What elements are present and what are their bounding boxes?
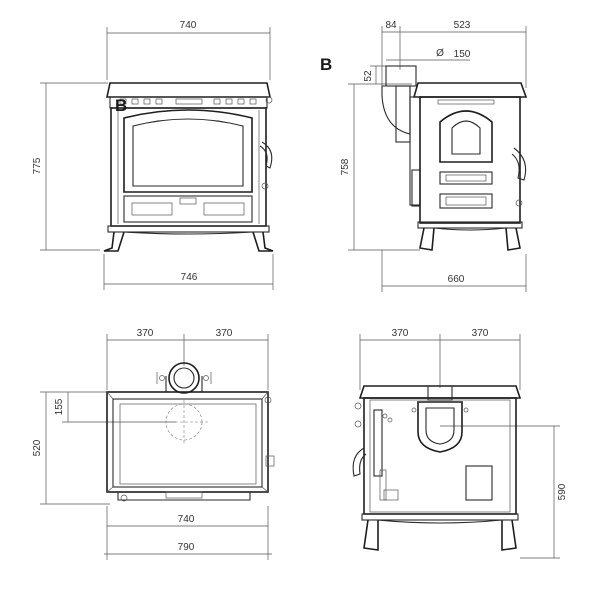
front-door (123, 109, 253, 193)
top-total-width-label: 790 (178, 542, 195, 553)
front-view: 740 775 (32, 20, 274, 290)
front-leg-left (103, 231, 125, 252)
rear-right-half-label: 370 (472, 328, 489, 339)
side-total-depth-label: 660 (448, 274, 465, 285)
top-front-rail (117, 492, 251, 501)
rear-flue-collar (427, 385, 453, 401)
front-bottom-width-label: 746 (181, 272, 198, 283)
rear-inspection-panel (465, 465, 493, 501)
side-leg-left (419, 227, 435, 251)
side-flue-collar (385, 65, 417, 87)
rear-leg-left (363, 519, 379, 551)
front-glass (132, 118, 244, 187)
flue-diameter-label: 150 (454, 49, 471, 60)
side-panel-lower (439, 193, 493, 209)
top-view: 370 370 155 520 (32, 328, 275, 560)
side-panel-upper (439, 171, 493, 185)
side-leg-right (505, 227, 521, 251)
side-view-label: B (320, 55, 332, 74)
top-right-half-label: 370 (216, 328, 233, 339)
front-door-handle (259, 141, 273, 169)
top-flue-offset-label: 155 (54, 398, 65, 415)
side-height-label: 758 (340, 158, 351, 175)
rear-flue-opening (425, 407, 455, 445)
front-leg-right (252, 231, 274, 252)
top-plate (106, 391, 269, 493)
top-flue-outer (168, 362, 200, 394)
side-body (419, 96, 521, 224)
front-top-plate (106, 82, 271, 98)
front-decor-band (119, 98, 257, 105)
flue-diameter-symbol: Ø (436, 48, 444, 59)
rear-handle (352, 447, 367, 477)
top-inner-width-label: 740 (178, 514, 195, 525)
side-handle (511, 147, 527, 181)
side-offset-label: 84 (385, 20, 397, 31)
rear-left-half-label: 370 (392, 328, 409, 339)
top-left-half-label: 370 (137, 328, 154, 339)
top-depth-label: 520 (32, 439, 43, 456)
flue-height-label: 52 (363, 70, 374, 82)
front-ash-drawer (123, 195, 253, 223)
front-height-label: 775 (32, 157, 43, 174)
top-flue-inner (173, 367, 195, 389)
front-top-width-label: 740 (180, 20, 197, 31)
side-depth-label: 523 (454, 20, 471, 31)
side-window (451, 120, 481, 155)
rear-view: 370 370 590 (352, 328, 568, 559)
front-view-label: B (115, 96, 127, 115)
rear-leg-right (501, 519, 517, 551)
rear-flue-plate (417, 401, 463, 453)
side-window-frame (439, 110, 493, 163)
side-view: B 84 523 Ø 150 52 758 (320, 20, 528, 292)
side-top-plate (412, 82, 528, 98)
rear-flue-height-label: 590 (557, 483, 568, 500)
